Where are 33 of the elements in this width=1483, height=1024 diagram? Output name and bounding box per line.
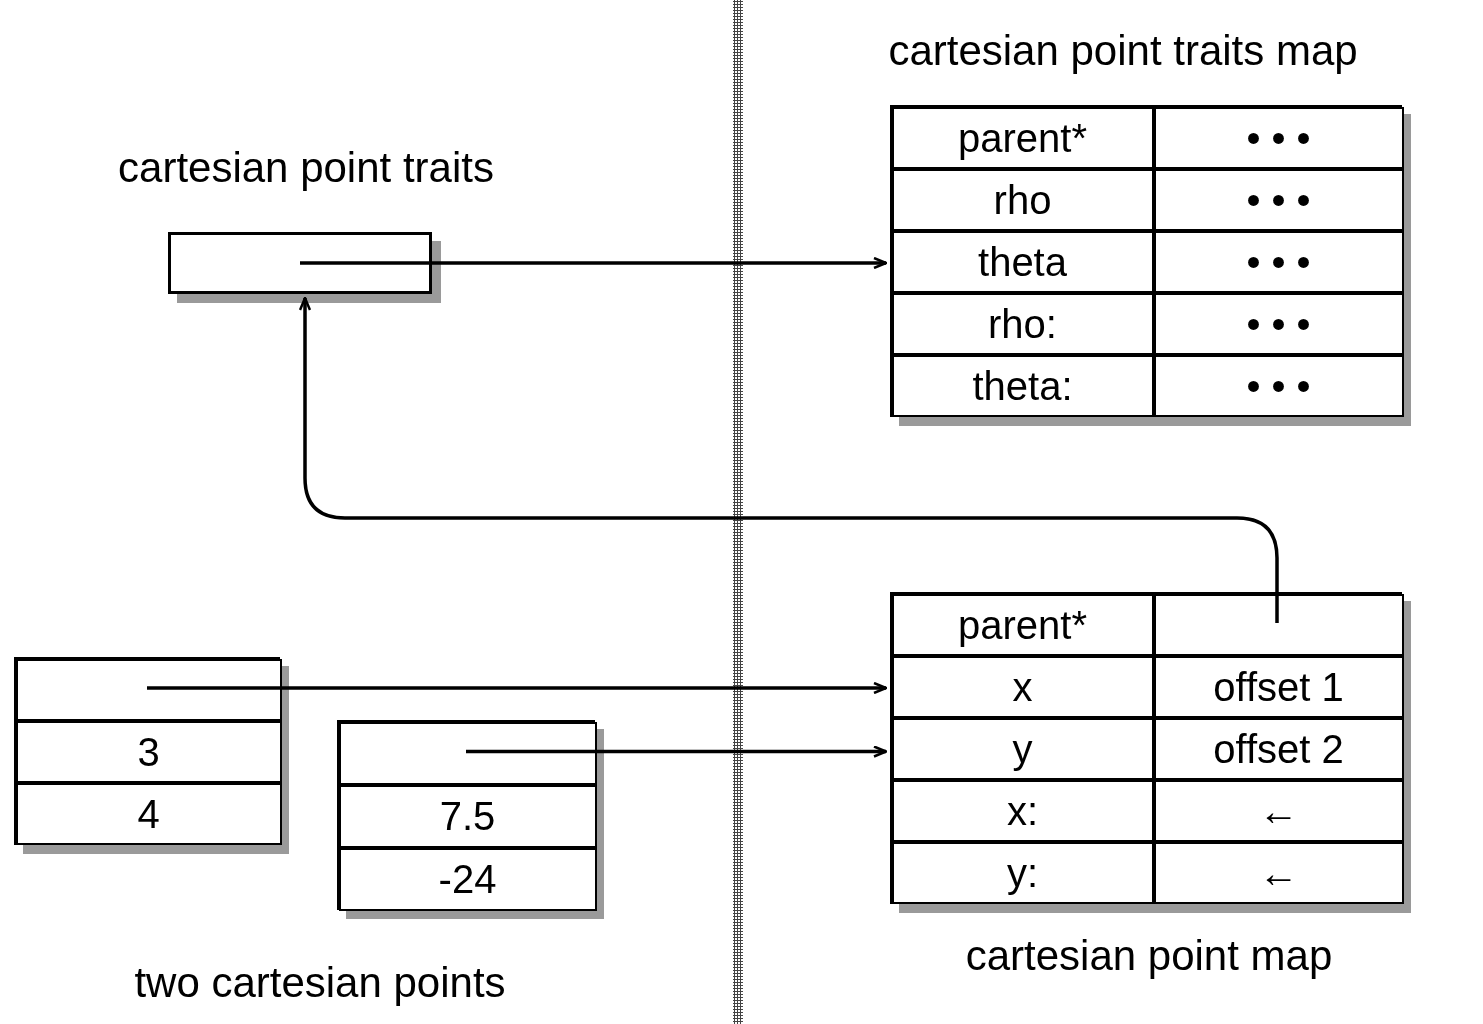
table-cell: theta: (891, 354, 1154, 417)
table-cell: theta (891, 230, 1154, 293)
arrow (147, 681, 888, 695)
table-cell: x: (891, 779, 1154, 842)
table-cell: 3 (15, 720, 282, 783)
table-title: cartesian point traits map (887, 30, 1359, 72)
table-cell: • • • (1153, 354, 1404, 417)
table-cell: y: (891, 841, 1154, 904)
empty-slot (15, 658, 282, 721)
table-cell: • • • (1153, 230, 1404, 293)
table-cell: offset 1 (1153, 655, 1404, 718)
table-cell: 4 (15, 782, 282, 845)
table-cell: parent* (891, 106, 1154, 169)
table-cell: rho: (891, 292, 1154, 355)
table-cell: 7.5 (338, 784, 597, 848)
arrow (298, 296, 1279, 623)
table-cell: • • • (1153, 168, 1404, 231)
table-cell: parent* (891, 593, 1154, 656)
table-cell: -24 (338, 847, 597, 911)
table-cell: offset 2 (1153, 717, 1404, 780)
table-cell: • • • (1153, 106, 1404, 169)
table-cell: ← (1153, 779, 1404, 842)
table-cell: y (891, 717, 1154, 780)
arrow (466, 745, 888, 758)
empty-slot (338, 721, 597, 785)
table-cell: x (891, 655, 1154, 718)
arrow (300, 256, 888, 270)
group-caption: two cartesian points (133, 962, 507, 1004)
table-title: cartesian point map (964, 935, 1334, 977)
table-cell: ← (1153, 841, 1404, 904)
table-cell: rho (891, 168, 1154, 231)
table-cell: • • • (1153, 292, 1404, 355)
table-title: cartesian point traits (117, 147, 495, 189)
